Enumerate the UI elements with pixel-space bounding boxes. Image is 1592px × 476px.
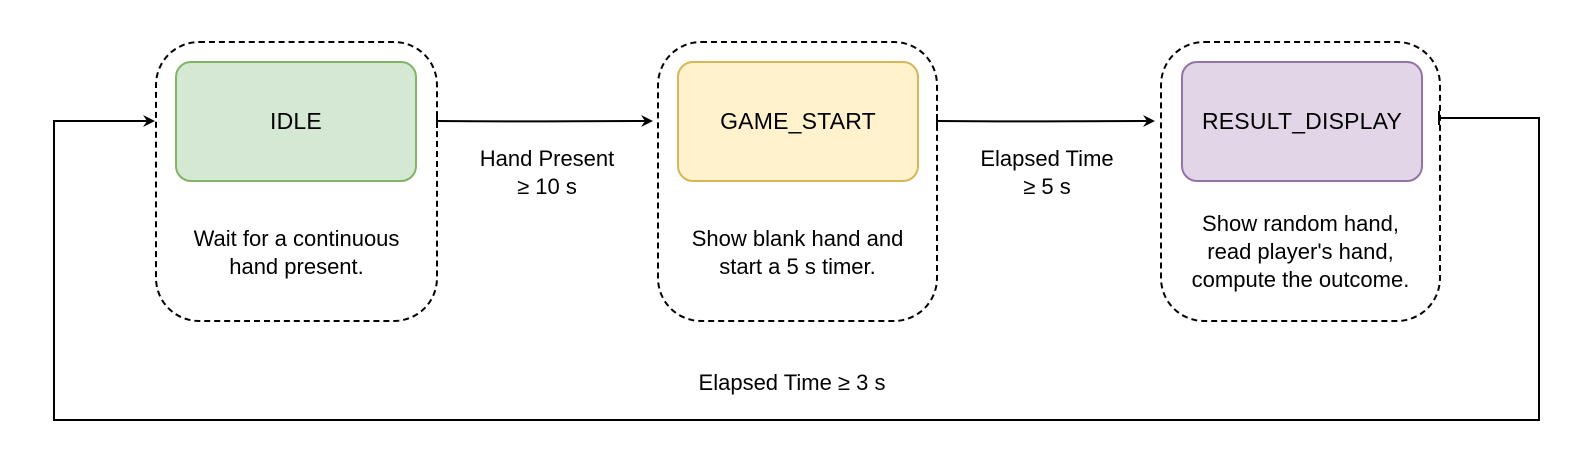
transition-label-game-start-to-result: Elapsed Time ≥ 5 s	[980, 146, 1114, 199]
game-start-state-description: Show blank hand and start a 5 s timer.	[691, 226, 904, 279]
result-display-state-group	[1160, 41, 1441, 322]
idle-state-box[interactable]: IDLE	[175, 61, 417, 182]
game-start-state-group	[657, 41, 938, 322]
transition-label-idle-to-game-start: Hand Present ≥ 10 s	[479, 146, 615, 199]
game-start-state-box[interactable]: GAME_START	[677, 61, 919, 182]
result-display-state-description: Show random hand, read player's hand, co…	[1191, 211, 1410, 292]
idle-state-description: Wait for a continuous hand present.	[193, 226, 400, 279]
arrow-result-to-idle-line	[53, 115, 1540, 421]
transition-label-result-to-idle: Elapsed Time ≥ 3 s	[698, 370, 886, 395]
result-display-state-box[interactable]: RESULT_DISPLAY	[1181, 61, 1423, 182]
idle-state-group	[155, 41, 438, 322]
